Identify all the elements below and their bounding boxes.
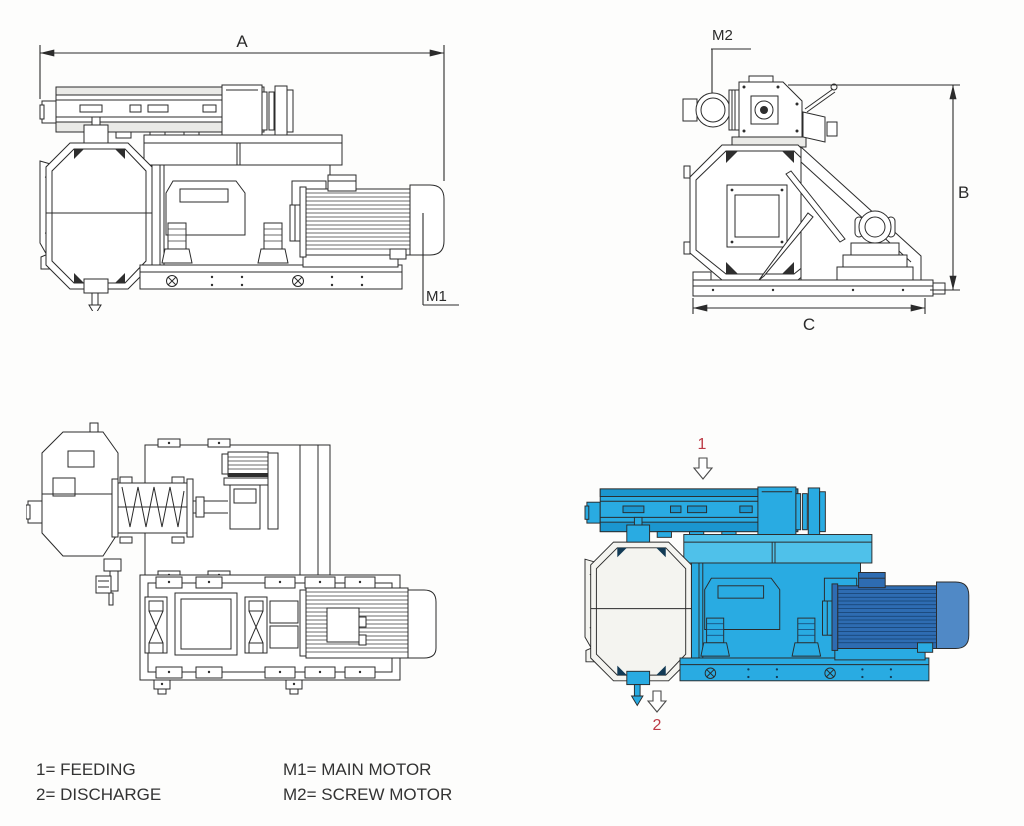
discharge-arrow-icon xyxy=(646,690,668,713)
main-motor xyxy=(822,572,970,661)
feeder-conveyor xyxy=(39,84,294,139)
main-motor-callout: M1 xyxy=(422,213,459,306)
base-frame xyxy=(679,657,930,682)
dimension-a-label: A xyxy=(236,33,248,51)
dimension-c-label: C xyxy=(803,315,815,334)
dimension-c: C xyxy=(692,298,926,334)
screw-motor-callout: M2 xyxy=(711,27,751,93)
front-base xyxy=(692,271,946,297)
motor-fins xyxy=(837,589,937,644)
main-motor xyxy=(289,174,445,268)
legend-flow-column: 1= FEEDING 2= DISCHARGE xyxy=(36,757,596,807)
tensioner-bracket xyxy=(802,83,838,143)
screw-motor-label: M2 xyxy=(712,27,733,44)
legend-feeding: 1= FEEDING xyxy=(36,760,136,779)
plan-feeder-screw xyxy=(111,476,228,544)
colored-side-view: 1 2 xyxy=(584,436,970,734)
plan-discharge-fittings xyxy=(95,558,122,606)
screw-motor-assembly xyxy=(682,75,807,186)
feeder-conveyor xyxy=(584,486,826,538)
dimension-b: B xyxy=(788,84,969,291)
legend: 1= FEEDING 2= DISCHARGE M1= MAIN MOTOR M… xyxy=(36,757,596,817)
motor-fins xyxy=(306,192,410,250)
feeding-marker: 1 xyxy=(692,436,714,480)
main-motor-label: M1 xyxy=(426,288,447,305)
plan-main-motor xyxy=(269,587,437,659)
dimension-b-label: B xyxy=(958,183,969,202)
feeding-marker-label: 1 xyxy=(698,436,707,453)
pellet-mill-side xyxy=(39,84,445,311)
legend-main-motor: M1= MAIN MOTOR xyxy=(283,760,432,779)
front-elevation-view: M2 xyxy=(682,27,969,334)
plan-screw-motor xyxy=(221,451,279,530)
die-housing xyxy=(584,516,692,707)
legend-screw-motor: M2= SCREW MOTOR xyxy=(283,785,453,804)
discharge-marker-label: 2 xyxy=(653,717,662,734)
mill-front-body xyxy=(683,144,922,293)
dimension-a: A xyxy=(39,33,445,181)
base-frame xyxy=(139,264,403,290)
side-elevation-view: A xyxy=(39,33,459,311)
plan-bearing-blocks xyxy=(144,592,268,656)
legend-motor-column: M1= MAIN MOTOR M2= SCREW MOTOR xyxy=(283,757,452,807)
die-housing xyxy=(39,116,153,311)
legend-discharge: 2= DISCHARGE xyxy=(36,785,162,804)
plan-view xyxy=(26,422,437,695)
plan-hopper xyxy=(26,422,119,557)
feeding-arrow-icon xyxy=(692,457,714,480)
pellet-mill-side xyxy=(584,486,970,707)
colored-machine-slot xyxy=(584,486,970,707)
discharge-marker: 2 xyxy=(646,690,668,734)
